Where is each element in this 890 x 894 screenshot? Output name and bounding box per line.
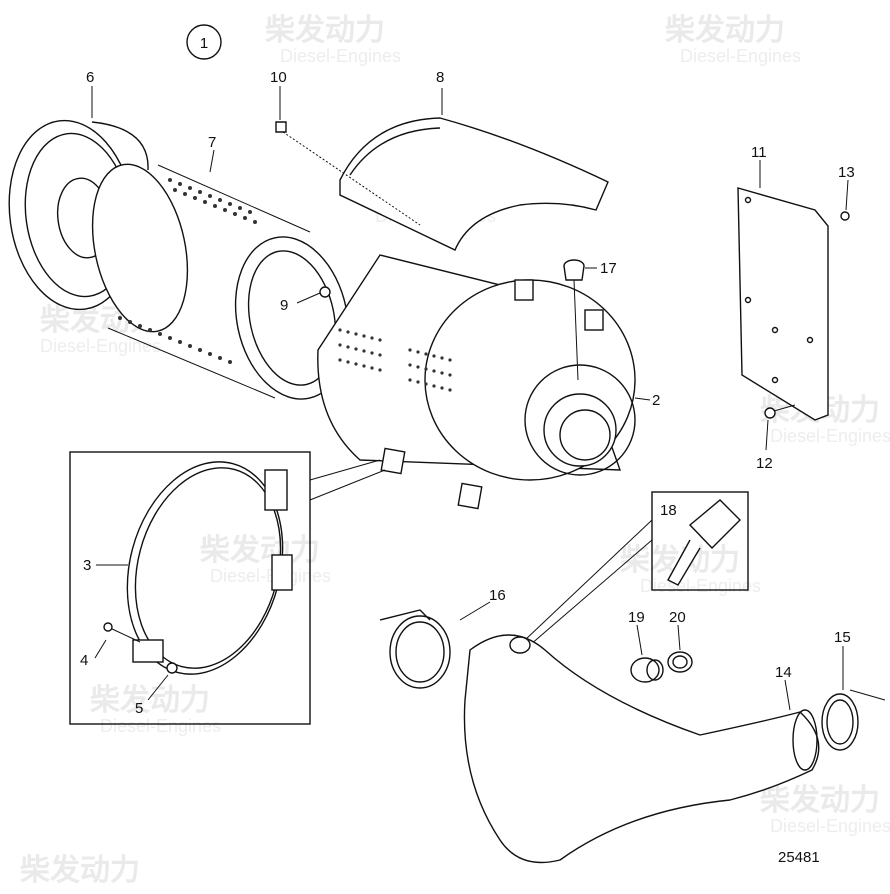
callout-label-17: 17 (600, 260, 617, 277)
part-nut-9 (319, 286, 331, 298)
watermark-en: Diesel-Engines (210, 566, 331, 586)
part-screw-12 (764, 404, 796, 419)
part-hood (339, 117, 609, 251)
part-screw-13 (840, 211, 850, 221)
watermark-cn: 柴发动力 (665, 13, 785, 48)
watermark-en: Diesel-Engines (770, 816, 890, 836)
leader-lines (91, 86, 849, 711)
watermark-en: Diesel-Engines (280, 46, 401, 66)
callout-label-11: 11 (751, 144, 767, 161)
callout-label-16: 16 (489, 587, 506, 604)
callout-label-7: 7 (208, 134, 216, 151)
callout-label-8: 8 (436, 69, 444, 86)
watermark-en: Diesel-Engines (640, 576, 761, 596)
callout-label-6: 6 (86, 69, 94, 86)
callout-label-14: 14 (775, 664, 792, 681)
watermark-cn: 柴发动力 (20, 853, 140, 888)
part-sleeve-19 (630, 657, 664, 683)
callout-label-5: 5 (135, 700, 143, 717)
callout-label-1: 1 (200, 35, 208, 52)
callout-label-12: 12 (756, 455, 773, 472)
callout-label-15: 15 (834, 629, 851, 646)
callout-labels: 2 3 4 5 6 7 8 9 10 11 12 13 14 15 16 17 … (80, 69, 855, 717)
part-housing (317, 254, 636, 510)
watermark-cn: 柴发动力 (760, 783, 880, 818)
callout-label-3: 3 (83, 557, 91, 574)
part-filter-element (91, 162, 350, 400)
callout-label-2: 2 (652, 392, 660, 409)
watermark-cn: 柴发动力 (265, 13, 385, 48)
group-marker: 1 (186, 24, 222, 60)
watermark-cn: 柴发动力 (90, 683, 210, 718)
callout-label-4: 4 (80, 652, 88, 669)
watermark-en: Diesel-Engines (40, 336, 161, 356)
callout-label-13: 13 (838, 164, 855, 181)
part-bracket-plate (737, 187, 829, 421)
sensor-detail-box (524, 491, 749, 646)
watermark-en: Diesel-Engines (770, 426, 890, 446)
part-clamp-15 (821, 689, 886, 751)
part-pipe (463, 634, 820, 864)
callout-label-20: 20 (669, 609, 686, 626)
part-hose-clamp-20 (667, 651, 693, 673)
callout-label-10: 10 (270, 69, 287, 86)
watermark-en: Diesel-Engines (680, 46, 801, 66)
detail-box (69, 451, 386, 725)
part-indicator (563, 259, 585, 381)
callout-label-18: 18 (660, 502, 677, 519)
watermark-cn: 柴发动力 (200, 533, 320, 568)
callout-label-9: 9 (280, 297, 288, 314)
watermark-en: Diesel-Engines (100, 716, 221, 736)
part-screw-10 (275, 121, 287, 133)
figure-number: 25481 (778, 849, 820, 866)
callout-label-19: 19 (628, 609, 645, 626)
part-clamp-16 (379, 609, 451, 689)
